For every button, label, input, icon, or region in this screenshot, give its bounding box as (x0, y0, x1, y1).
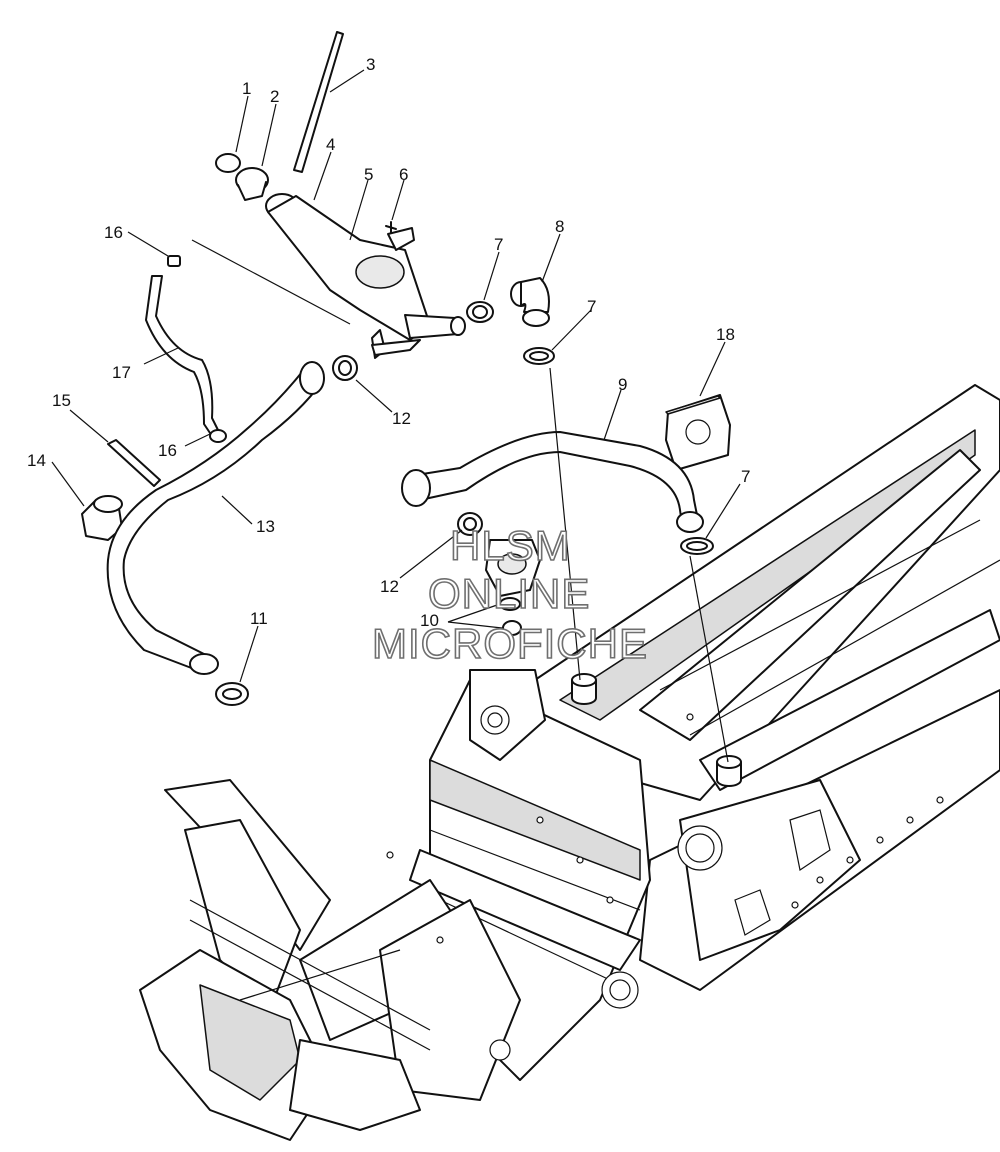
callout-2: 2 (270, 87, 279, 106)
callout-16: 16 (104, 223, 123, 242)
part-12-clamp-2 (457, 512, 483, 536)
callout-15: 15 (52, 391, 71, 410)
part-7-clamp-2 (523, 347, 555, 365)
callout-18: 18 (716, 325, 735, 344)
part-1-seal (215, 153, 241, 173)
part-13-main-hose (106, 371, 323, 673)
callout-8: 8 (555, 217, 564, 236)
callout-14: 14 (27, 451, 46, 470)
callout-6: 6 (399, 165, 408, 184)
leader-lines (51, 69, 741, 763)
part-15-tie-strap (107, 439, 161, 487)
callout-12: 12 (392, 409, 411, 428)
callout-7c: 7 (741, 467, 750, 486)
callout-17: 17 (112, 363, 131, 382)
watermark-line-3: MICROFICHE (372, 620, 648, 667)
part-3-overflow-hose (293, 31, 344, 173)
part-4-5-filler-neck (265, 193, 466, 359)
watermark-line-2: ONLINE (428, 570, 590, 617)
callout-9: 9 (618, 375, 627, 394)
callout-7: 7 (494, 235, 503, 254)
part-16-plug (167, 255, 181, 267)
callout-1: 1 (242, 79, 251, 98)
callout-7b: 7 (587, 297, 596, 316)
part-10-thermostat (499, 597, 522, 636)
part-7-clamp (466, 301, 494, 323)
chassis-frame (139, 384, 1000, 1141)
callout-13: 13 (256, 517, 275, 536)
callout-4: 4 (326, 135, 335, 154)
part-2-cap (235, 167, 269, 201)
part-11-clamp (215, 682, 249, 706)
watermark-line-1: HLSM (450, 522, 571, 569)
callout-11: 11 (250, 609, 268, 628)
part-12-clamp (332, 355, 358, 381)
callout-12b: 12 (380, 577, 399, 596)
callout-5: 5 (364, 165, 373, 184)
callout-16b: 16 (158, 441, 177, 460)
part-14-sleeve (81, 495, 123, 541)
part-8-elbow (510, 277, 550, 327)
watermark: HLSM ONLINE MICROFICHE (371, 521, 648, 668)
part-16-plug-2 (209, 429, 227, 443)
part-18-block (665, 394, 731, 471)
part-9-coolant-tube (401, 431, 704, 533)
part-17-bleed-hose (145, 275, 219, 437)
part-7-clamp-3 (680, 537, 714, 555)
callouts: 1 2 3 4 5 6 7 8 7 9 18 16 17 15 14 16 13… (27, 55, 750, 630)
coolant-parts (81, 31, 731, 706)
callout-3: 3 (366, 55, 375, 74)
callout-10: 10 (420, 611, 439, 630)
part-6-screw (385, 221, 397, 235)
